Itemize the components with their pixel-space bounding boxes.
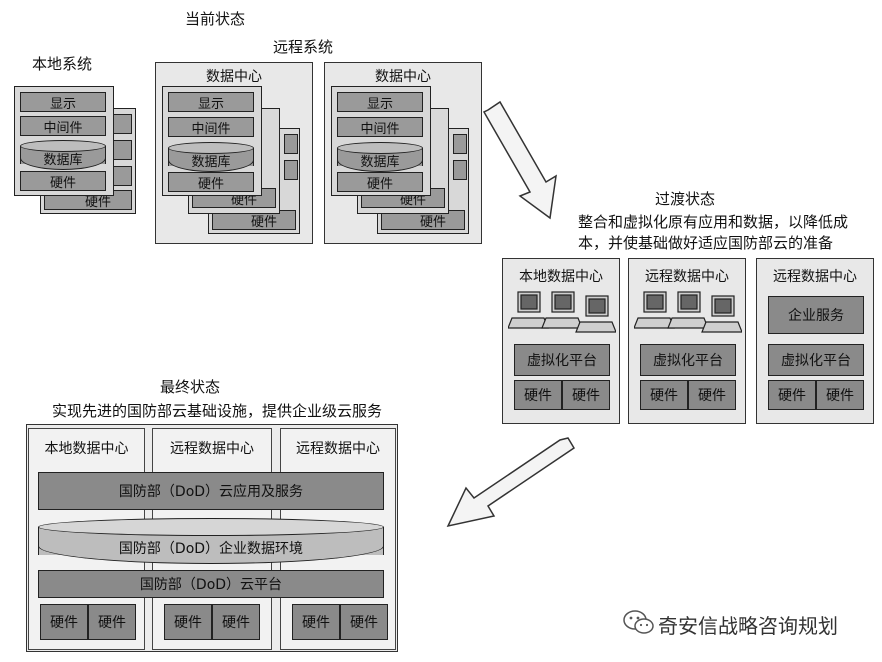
enterprise-data-environment-label: 国防部（DoD）企业数据环境	[118, 541, 304, 557]
hardware-box: 硬件	[40, 604, 88, 640]
transition-center-title: 远程数据中心	[645, 269, 729, 285]
servers-icon	[508, 291, 616, 333]
layer-database: 数据库	[337, 142, 423, 172]
watermark-text: 奇安信战略咨询规划	[658, 614, 838, 638]
layer-database-label: 数据库	[191, 154, 231, 170]
cloud-platform: 国防部（DoD）云平台	[38, 570, 384, 598]
transition-center-title: 本地数据中心	[519, 269, 603, 285]
virtualization-platform: 虚拟化平台	[514, 344, 610, 376]
hardware-box: 硬件	[514, 380, 562, 410]
virtualization-platform: 虚拟化平台	[640, 344, 736, 376]
transition-desc-2: 本，并使基础做好适应国防部云的准备	[578, 234, 834, 252]
final-center-title: 本地数据中心	[44, 441, 129, 457]
servers-icon	[634, 291, 742, 333]
datacenter-1-title: 数据中心	[206, 69, 262, 85]
transition-desc-1: 整合和虚拟化原有应用和数据，以降低成	[578, 213, 849, 231]
arrow-to-final-icon	[446, 437, 575, 528]
hardware-box: 硬件	[688, 380, 736, 410]
cloud-apps-services: 国防部（DoD）云应用及服务	[38, 472, 384, 510]
layer-display: 显示	[168, 92, 254, 112]
final-state-title: 最终状态	[160, 378, 221, 396]
virtualization-platform: 虚拟化平台	[768, 344, 864, 376]
layer-hardware: 硬件	[337, 172, 423, 192]
local-system-label: 本地系统	[32, 55, 93, 73]
layer-hardware: 硬件	[168, 172, 254, 192]
transition-state-title: 过渡状态	[655, 190, 716, 208]
hardware-box: 硬件	[212, 604, 260, 640]
final-center-title: 远程数据中心	[170, 441, 254, 457]
back-layer	[453, 134, 467, 154]
layer-database: 数据库	[20, 140, 106, 170]
remote-system-label: 远程系统	[273, 38, 334, 56]
layer-middleware: 中间件	[168, 117, 254, 137]
layer-display: 显示	[337, 92, 423, 112]
layer-database-label: 数据库	[43, 152, 83, 168]
transition-center-title: 远程数据中心	[773, 269, 857, 285]
hardware-box: 硬件	[562, 380, 610, 410]
current-state-title: 当前状态	[185, 10, 246, 28]
enterprise-data-environment: 国防部（DoD）企业数据环境	[38, 518, 384, 564]
layer-hardware: 硬件	[20, 171, 106, 191]
hardware-box: 硬件	[164, 604, 212, 640]
layer-display: 显示	[20, 92, 106, 112]
layer-middleware: 中间件	[20, 116, 106, 136]
hardware-box: 硬件	[640, 380, 688, 410]
datacenter-2-title: 数据中心	[375, 69, 431, 85]
back-layer	[453, 160, 467, 180]
back-layer	[284, 160, 298, 180]
hardware-box: 硬件	[88, 604, 136, 640]
wechat-icon	[623, 610, 654, 634]
layer-database: 数据库	[168, 142, 254, 172]
hardware-box: 硬件	[340, 604, 388, 640]
final-center-title: 远程数据中心	[296, 441, 380, 457]
hardware-box: 硬件	[768, 380, 816, 410]
enterprise-service: 企业服务	[768, 296, 864, 334]
back-layer	[284, 134, 298, 154]
arrow-to-transition-icon	[482, 100, 557, 220]
hardware-box: 硬件	[816, 380, 864, 410]
layer-database-label: 数据库	[360, 154, 400, 170]
hardware-box: 硬件	[292, 604, 340, 640]
layer-middleware: 中间件	[337, 117, 423, 137]
final-desc: 实现先进的国防部云基础设施，提供企业级云服务	[52, 402, 383, 420]
